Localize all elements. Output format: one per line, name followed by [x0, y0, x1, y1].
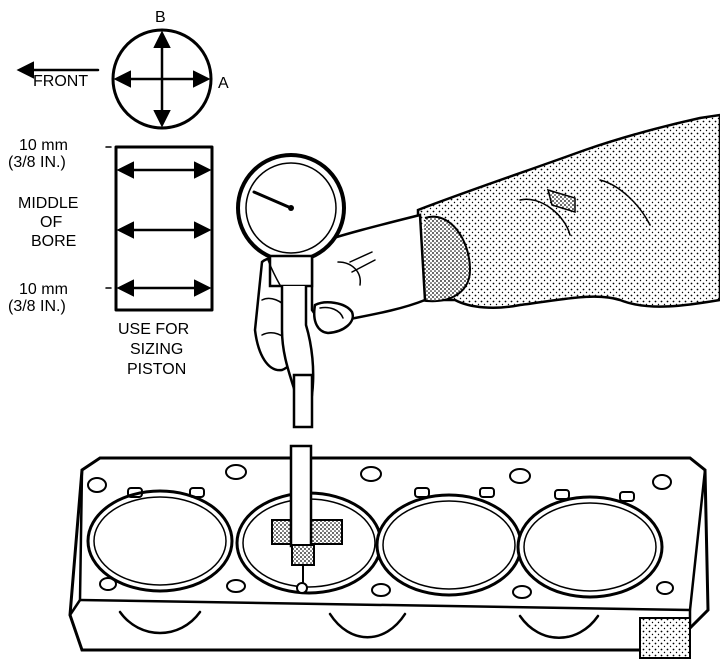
bore-circle-icon: [111, 28, 213, 130]
dial-gauge-icon: [236, 153, 346, 429]
orientation-compass: FRONT B A: [16, 9, 229, 130]
caption-line-2: SIZING: [130, 341, 183, 358]
top-measure-line-2: (3/8 IN.): [8, 154, 66, 171]
engine-block-icon: [68, 444, 710, 659]
front-label: FRONT: [33, 73, 88, 90]
bore-section-diagram: 10 mm (3/8 IN.) MIDDLE OF BORE 10 mm (3/…: [8, 137, 214, 378]
caption-line-3: PISTON: [127, 361, 186, 378]
bore-wall-icon: [114, 145, 214, 312]
middle-label-line-3: BORE: [31, 233, 76, 250]
middle-label-line-1: MIDDLE: [18, 195, 78, 212]
top-measure-line-1: 10 mm: [19, 137, 68, 154]
cylinder-bore-4: [516, 495, 664, 599]
bottom-measure-line-1: 10 mm: [19, 281, 68, 298]
gauge-shaft-icon: [292, 373, 314, 429]
middle-label-line-2: OF: [40, 214, 62, 231]
bottom-measure-line-2: (3/8 IN.): [8, 298, 66, 315]
axis-a-label: A: [218, 75, 229, 92]
cylinder-bore-3: [375, 493, 523, 597]
caption-line-1: USE FOR: [118, 321, 189, 338]
hand-icon: [253, 113, 720, 372]
gauge-needle-icon: [252, 190, 293, 210]
axis-b-label: B: [155, 9, 166, 26]
cylinder-bore-1: [86, 489, 234, 593]
